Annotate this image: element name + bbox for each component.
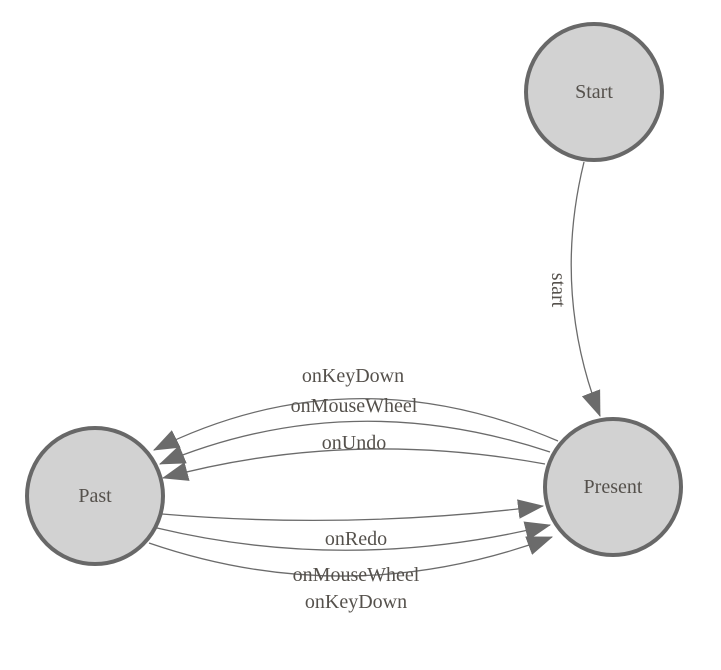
node-label-past: Past	[78, 485, 112, 507]
edge-labels-layer: start onKeyDown onMouseWheel onUndo onRedo on…	[291, 273, 569, 613]
edges-layer	[148, 161, 601, 577]
edge-past-to-present-onredo	[161, 499, 545, 522]
node-label-present: Present	[584, 476, 643, 498]
edge-present-to-past-onmousewheel	[159, 420, 551, 465]
state-node-present[interactable]	[543, 417, 683, 557]
edge-past-to-present-onkeydown	[148, 536, 554, 577]
edge-label-past-to-present-onkeydown: onKeyDown	[305, 591, 407, 613]
node-label-start: Start	[575, 81, 613, 103]
state-node-past[interactable]	[25, 426, 165, 566]
edge-label-present-to-past-onmousewheel: onMouseWheel	[291, 395, 418, 417]
edge-label-past-to-present-onmousewheel: onMouseWheel	[293, 564, 420, 586]
edge-label-present-to-past-onkeydown: onKeyDown	[302, 365, 404, 387]
edge-label-start-to-present-start: start	[547, 273, 569, 308]
state-node-start[interactable]	[524, 22, 664, 162]
edge-label-present-to-past-onundo: onUndo	[322, 432, 386, 454]
edge-present-to-past-onundo	[161, 448, 546, 481]
edge-past-to-present-onmousewheel	[156, 521, 552, 551]
edge-label-past-to-present-onredo: onRedo	[325, 528, 387, 550]
edge-present-to-past-onkeydown	[153, 397, 559, 451]
edge-start-to-present-start	[570, 161, 601, 418]
